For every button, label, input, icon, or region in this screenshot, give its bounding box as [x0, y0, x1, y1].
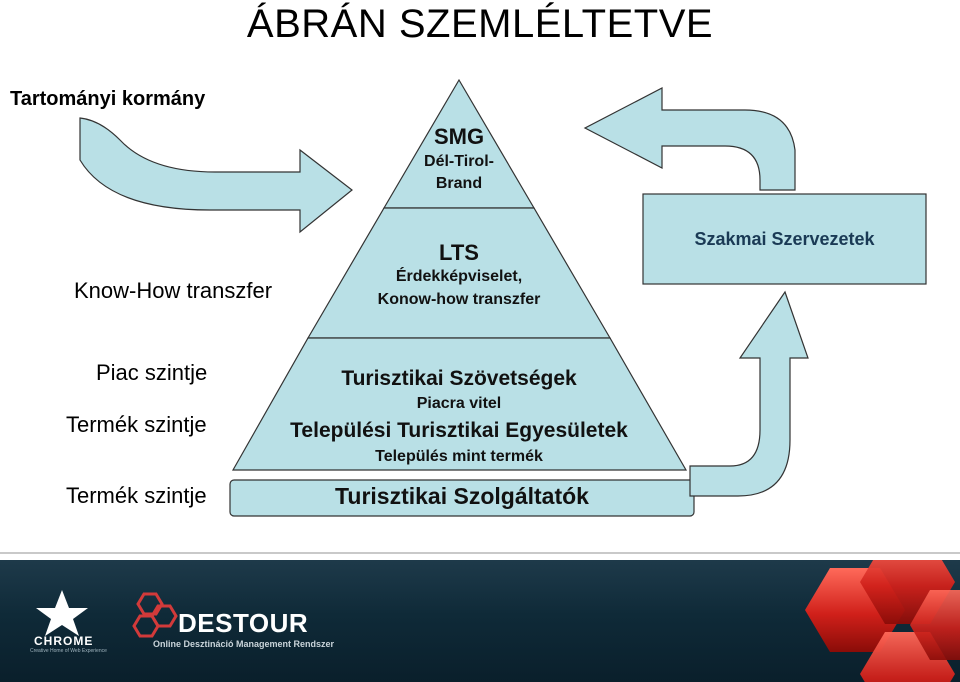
footer-divider [0, 552, 960, 554]
destour-label: DESTOUR [178, 608, 309, 638]
label-termek-szintje-2: Termék szintje [66, 483, 207, 508]
turisztikai-szovetsegek-title: Turisztikai Szövetségek [341, 367, 577, 390]
smg-line1: Dél-Tirol- [424, 153, 494, 170]
left-curved-arrow [79, 117, 353, 234]
destour-logo-icon [132, 592, 178, 638]
smg-title: SMG [433, 124, 485, 149]
smg-line2: Brand [435, 175, 483, 192]
label-know-how-transzfer: Know-How transzfer [74, 278, 273, 303]
szakmai-szervezetek-text: Szakmai Szervezetek [694, 229, 875, 249]
pyramid-bottom [231, 337, 688, 471]
base-box [229, 479, 695, 517]
lts-title: LTS [439, 240, 479, 265]
right-box [642, 193, 927, 285]
bottom-right-curved-arrow [689, 290, 809, 497]
lts-line2: Konow-how transzfer [377, 291, 541, 308]
star-icon [36, 590, 88, 636]
lts-line1: Érdekképviselet, [395, 268, 523, 285]
diagram-canvas [79, 78, 927, 517]
hexagon-decoration-icon [805, 560, 960, 682]
turisztikai-szolgaltatok-text: Turisztikai Szolgáltatók [335, 483, 589, 509]
label-termek-szintje-1: Termék szintje [66, 412, 207, 437]
footer-banner: CHROME Creative Home of Web Experience D… [0, 560, 960, 682]
label-tartomanyi-kormany: Tartományi kormány [10, 88, 206, 110]
chrome-sub: Creative Home of Web Experience [30, 648, 107, 654]
telepulesi-egyesuletek-title: Települési Turisztikai Egyesületek [290, 419, 628, 442]
telepules-mint-termek-text: Település mint termék [375, 448, 543, 465]
page-title: ÁBRÁN SZEMLÉLTETVE [246, 2, 714, 46]
label-piac-szintje: Piac szintje [96, 360, 208, 385]
top-right-curved-arrow [583, 87, 796, 191]
chrome-label: CHROME [34, 634, 94, 648]
piacra-vitel-text: Piacra vitel [416, 395, 502, 412]
destour-sub: Online Desztináció Management Rendszer [153, 639, 335, 649]
